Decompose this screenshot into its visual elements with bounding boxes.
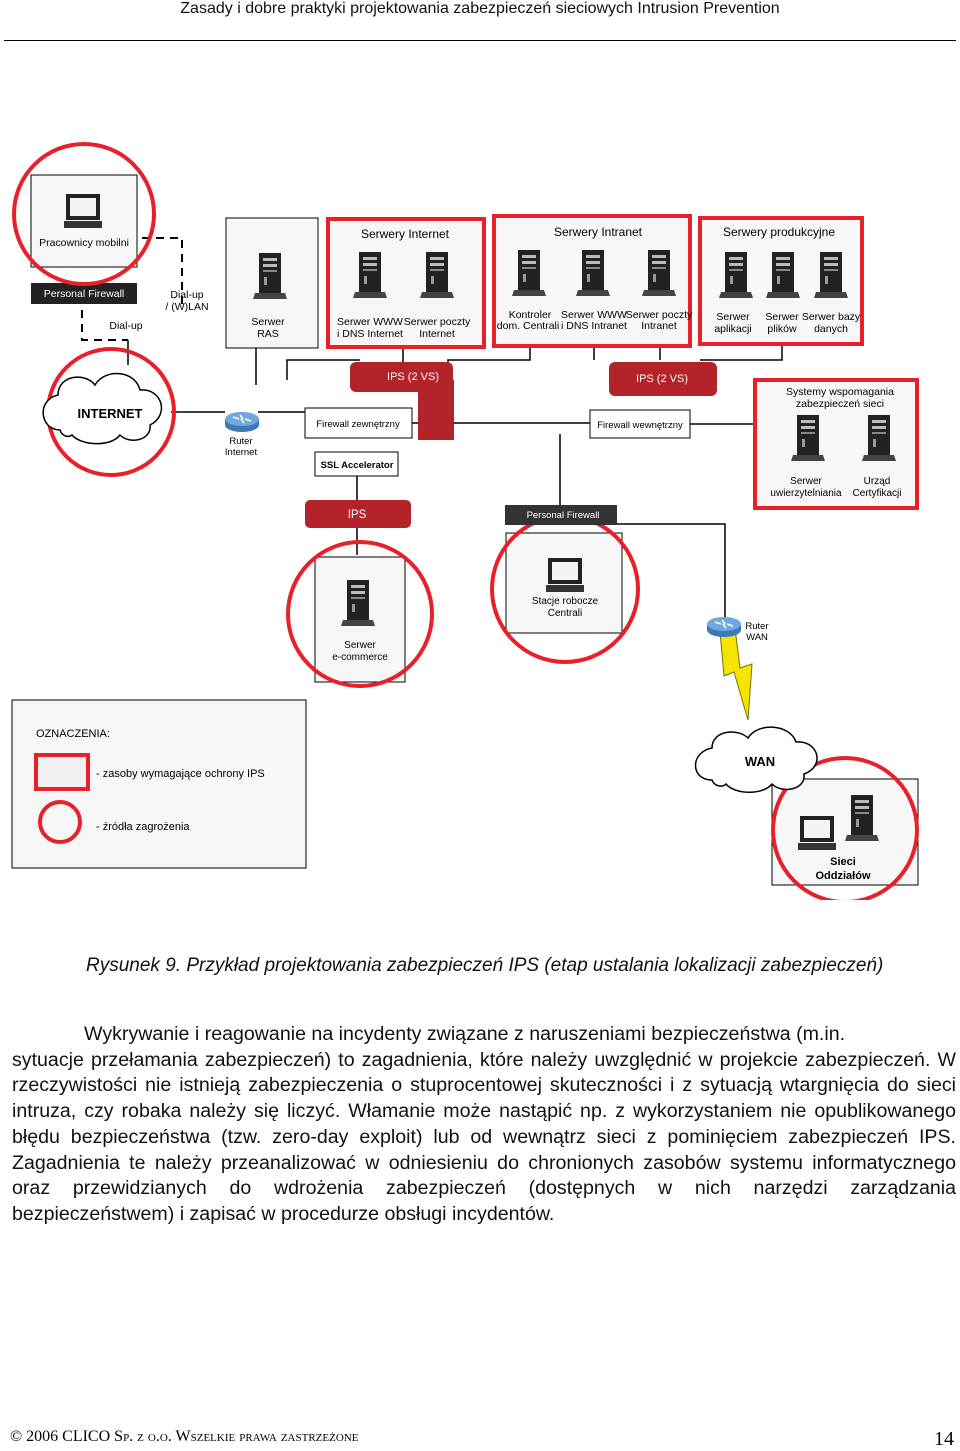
- personal-firewall-top-label: Personal Firewall: [44, 288, 125, 300]
- app-label-2: aplikacji: [714, 323, 751, 335]
- body-paragraph: Wykrywanie i reagowanie na incydenty zwi…: [12, 1022, 956, 1228]
- intranet-servers-title: Serwery Intranet: [554, 225, 643, 239]
- www-internet-label-2: i DNS Internet: [337, 328, 403, 340]
- ca-label-1: Urząd: [864, 476, 891, 487]
- legend-assets-label: - zasoby wymagające ochrony IPS: [96, 768, 265, 780]
- paragraph-first-line: Wykrywanie i reagowanie na incydenty zwi…: [84, 1023, 846, 1045]
- support-systems-label-2: zabezpieczeń sieci: [796, 398, 884, 410]
- copyright-company-suffix: p. z o.o.: [123, 1428, 176, 1445]
- files-label-1: Serwer: [765, 311, 799, 323]
- workstations-label-2: Centrali: [548, 608, 582, 619]
- ips-2vs-right-label: IPS (2 VS): [636, 373, 688, 385]
- ca-label-2: Certyfikacji: [853, 488, 902, 499]
- ips-network-diagram: Pracownicy mobilni Personal Firewall Dia…: [11, 142, 919, 900]
- db-label-2: danych: [814, 323, 848, 335]
- threat-circle-ecommerce: [286, 540, 434, 688]
- workstations-label-1: Stacje robocze: [532, 596, 599, 607]
- legend-threats-label: - źródła zagrożenia: [96, 821, 190, 833]
- personal-firewall-mid-label: Personal Firewall: [527, 510, 600, 521]
- router-internet-label-1: Ruter: [229, 436, 252, 447]
- mail-intranet-label-2: Intranet: [641, 320, 677, 332]
- legend-title: OZNACZENIA:: [36, 728, 110, 740]
- dialup-label: Dial-up: [109, 320, 142, 332]
- ips-label: IPS: [348, 509, 367, 521]
- paragraph-rest: sytuacje przełamania zabezpieczeń) to za…: [12, 1048, 956, 1225]
- router-internet-label-2: Internet: [225, 447, 258, 458]
- threat-circle-mobile: [12, 142, 156, 286]
- page-number: 14: [934, 1428, 954, 1450]
- mail-intranet-label-1: Serwer poczty: [626, 309, 693, 321]
- auth-label-1: Serwer: [790, 476, 822, 487]
- page-header: Zasady i dobre praktyki projektowania za…: [180, 0, 780, 17]
- mail-internet-label-2: Internet: [419, 328, 455, 340]
- rights-text: Wszelkie prawa zastrzeżone: [175, 1428, 359, 1445]
- ips-2vs-left-label: IPS (2 VS): [387, 371, 439, 383]
- branches-label-1: Sieci: [830, 856, 856, 868]
- router-wan-label-1: Ruter: [745, 621, 768, 632]
- production-servers-title: Serwery produkcyjne: [723, 225, 835, 239]
- wan-cloud-label: WAN: [745, 754, 775, 769]
- www-intranet-label-1: Serwer WWW: [561, 309, 627, 321]
- threat-circle-branches: [771, 756, 919, 900]
- dialup-wlan-label-2: / (W)LAN: [165, 301, 208, 313]
- branches-label-2: Oddziałów: [816, 870, 871, 882]
- www-internet-label-1: Serwer WWW: [337, 316, 403, 328]
- www-intranet-label-2: i DNS Intranet: [561, 320, 627, 332]
- dc-label-1: Kontroler: [509, 309, 552, 321]
- router-wan-label-2: WAN: [746, 632, 768, 643]
- support-systems-label-1: Systemy wspomagania: [786, 386, 894, 398]
- internet-router-icon: [224, 411, 260, 433]
- footer-copyright: © 2006 CLICO Sp. z o.o. Wszelkie prawa z…: [10, 1428, 358, 1446]
- db-label-1: Serwer bazy: [802, 311, 861, 323]
- internet-servers-title: Serwery Internet: [361, 227, 450, 241]
- branch-pc-icon: [798, 816, 836, 850]
- ras-label-2: RAS: [257, 328, 279, 340]
- wan-router-icon: [706, 616, 742, 638]
- ecommerce-label-1: Serwer: [344, 640, 376, 651]
- header-rule: [4, 40, 956, 41]
- firewall-external-label: Firewall zewnętrzny: [316, 419, 400, 430]
- dc-label-2: dom. Centrali: [497, 320, 559, 332]
- ssl-accelerator-label: SSL Accelerator: [321, 460, 394, 471]
- copyright-text: © 2006 CLICO S: [10, 1428, 124, 1445]
- mobile-users-label: Pracownicy mobilni: [39, 237, 129, 249]
- ras-label-1: Serwer: [251, 316, 285, 328]
- files-label-2: plików: [767, 323, 797, 335]
- firewall-internal-label: Firewall wewnętrzny: [597, 420, 683, 431]
- ecommerce-label-2: e-commerce: [332, 652, 388, 663]
- workstation-icon: [546, 558, 584, 592]
- dialup-wlan-label-1: Dial-up: [170, 289, 203, 301]
- auth-label-2: uwierzytelniania: [770, 488, 842, 499]
- figure-caption: Rysunek 9. Przykład projektowania zabezp…: [86, 955, 884, 976]
- app-label-1: Serwer: [716, 311, 750, 323]
- mail-internet-label-1: Serwer poczty: [404, 316, 471, 328]
- mobile-laptop-icon: [64, 194, 102, 228]
- internet-cloud-label: INTERNET: [78, 406, 143, 421]
